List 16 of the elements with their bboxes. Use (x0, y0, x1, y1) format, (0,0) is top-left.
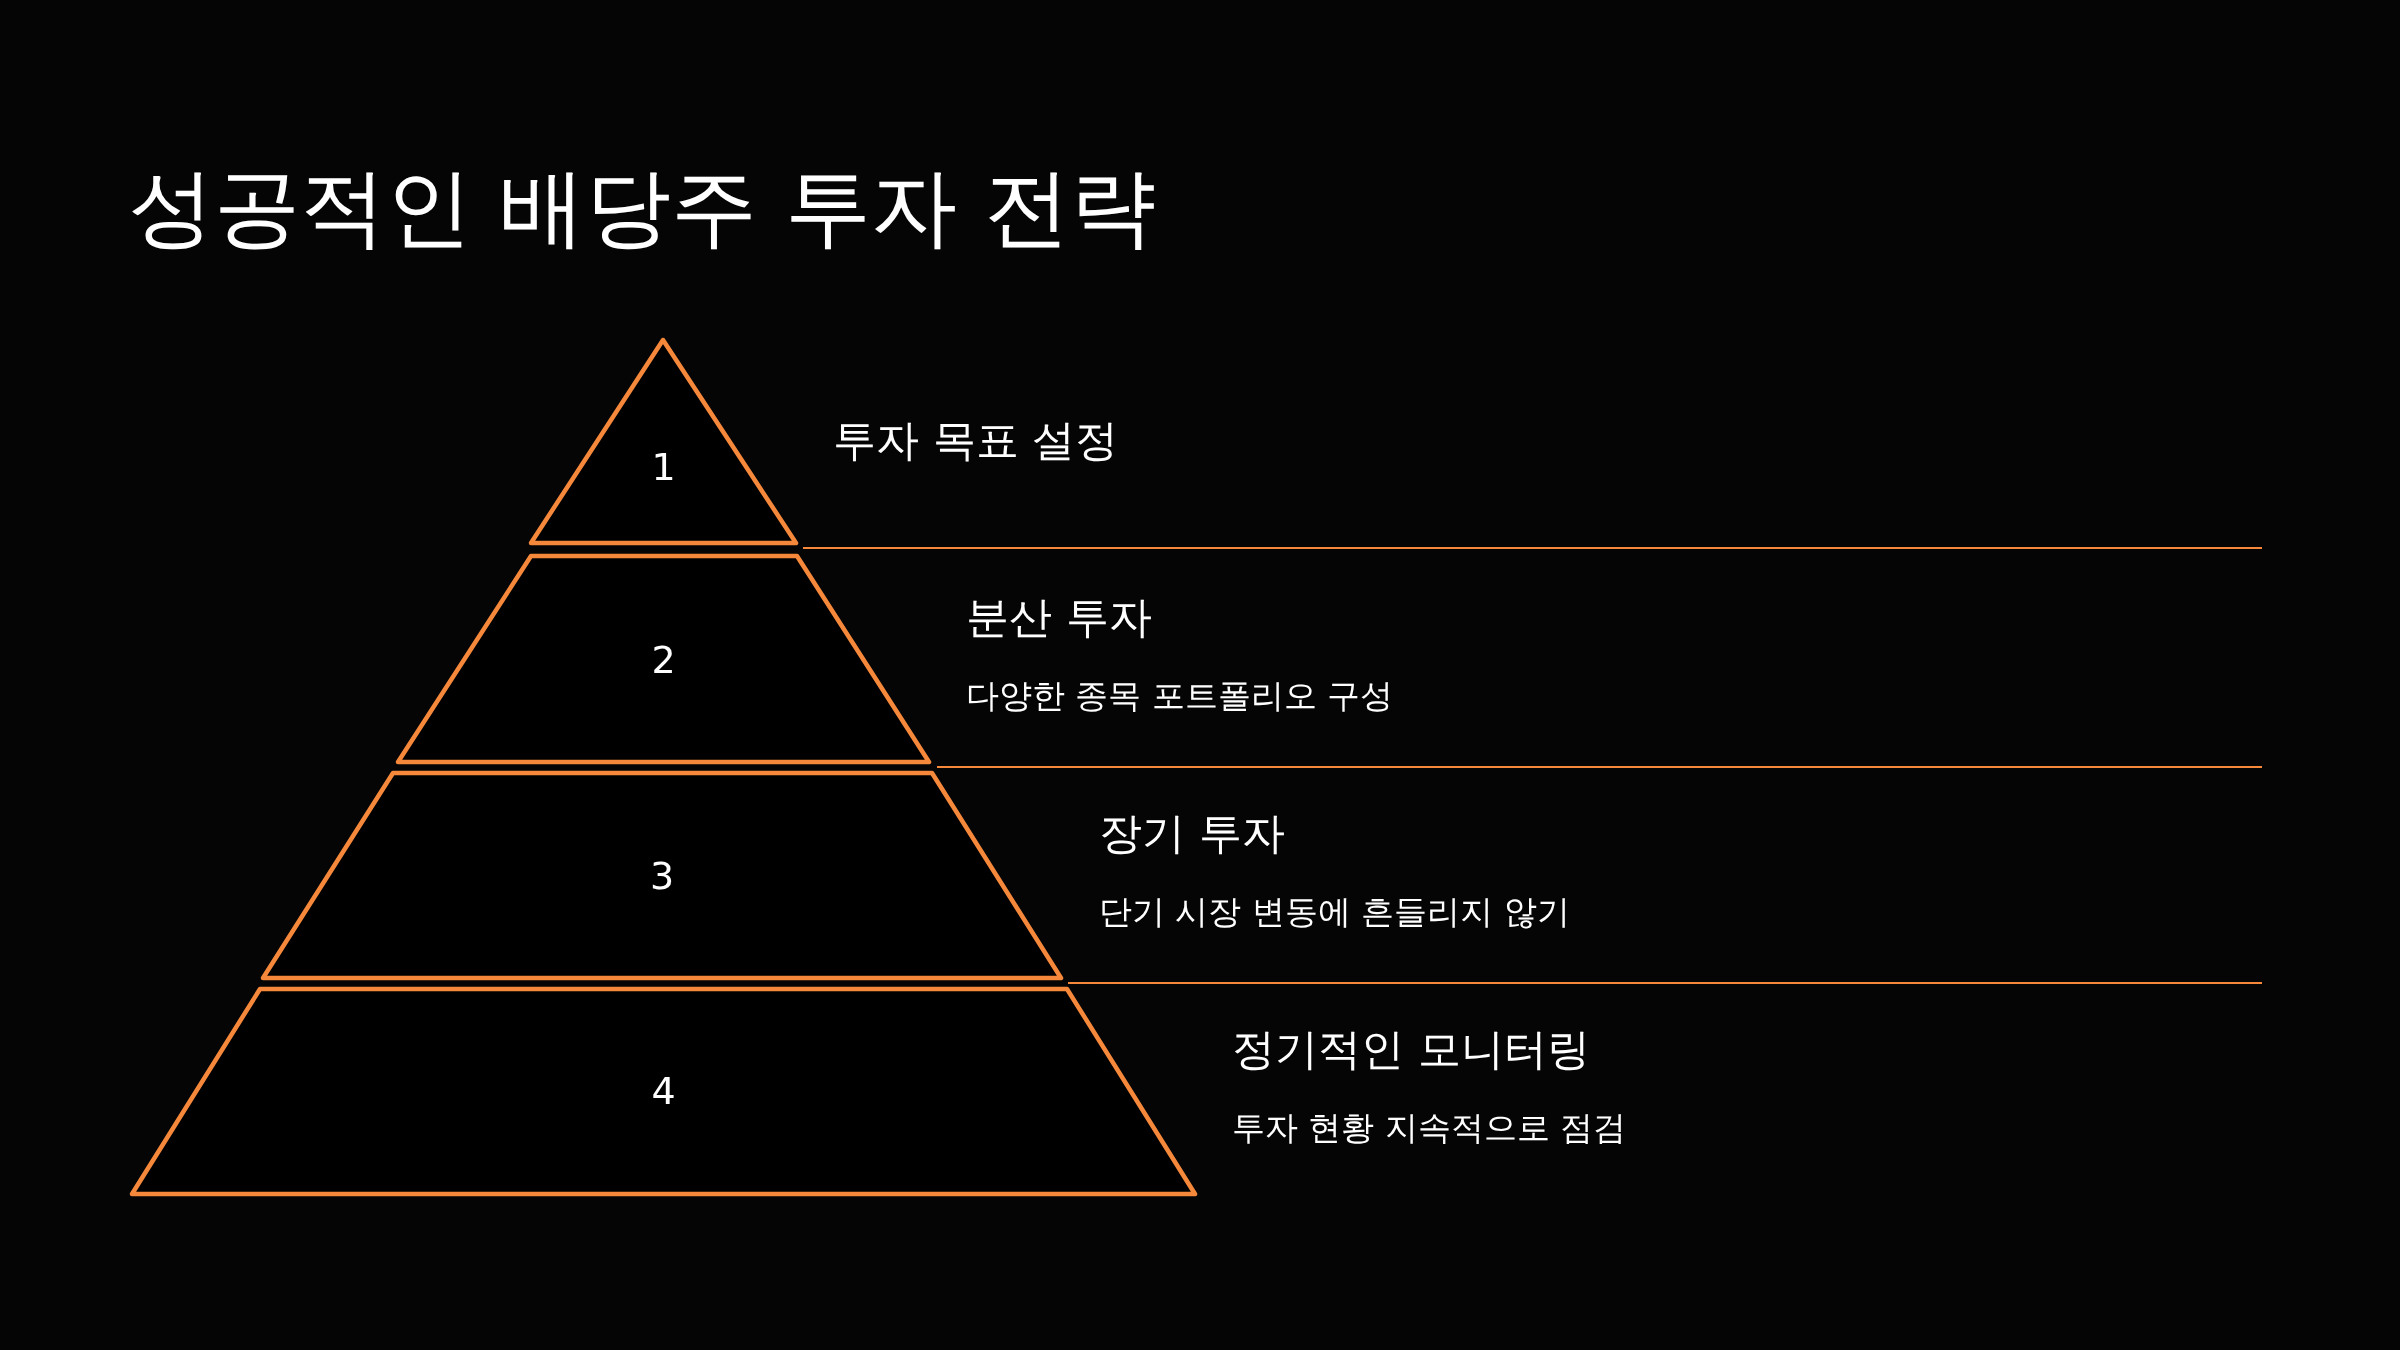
pyramid-tier (263, 773, 1061, 978)
tier-number: 3 (649, 854, 675, 898)
tier-number: 2 (651, 638, 676, 682)
tier-heading: 분산 투자 (966, 591, 1152, 644)
pyramid-tier (531, 340, 796, 543)
pyramid-tier (132, 989, 1195, 1194)
tier-heading: 정기적인 모니터링 (1232, 1023, 1590, 1076)
tier-heading: 장기 투자 (1099, 807, 1285, 860)
title: 성공적인 배당주 투자 전략 (128, 156, 1156, 259)
tier-description: 투자 현황 지속적으로 점검 (1232, 1106, 1627, 1149)
tier-heading: 투자 목표 설정 (833, 414, 1119, 467)
pyramid-tier (398, 556, 929, 762)
tier-description: 단기 시장 변동에 흔들리지 않기 (1099, 890, 1570, 933)
tier-number: 4 (651, 1069, 676, 1113)
tier-description: 다양한 종목 포트폴리오 구성 (966, 674, 1394, 717)
tier-number: 1 (651, 445, 676, 489)
